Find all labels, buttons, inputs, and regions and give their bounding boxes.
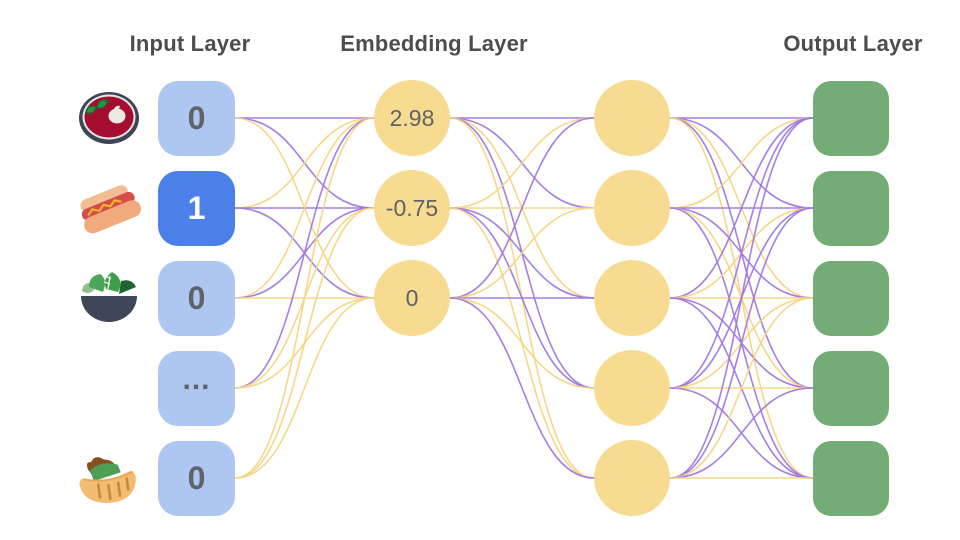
embedding-node-value: 2.98 (389, 104, 435, 131)
edge (234, 117, 375, 479)
input-node-2: 1 (158, 170, 235, 246)
output-node-3 (813, 260, 889, 336)
input-node-value: ... (182, 363, 211, 396)
edge (234, 117, 375, 299)
input-node-3: 0 (158, 260, 235, 336)
output-layer-title: Output Layer (783, 31, 923, 56)
edge (669, 117, 814, 389)
input-node-value: 0 (187, 459, 206, 496)
output-node-1 (813, 80, 889, 156)
edge (669, 117, 814, 479)
output-node-4 (813, 350, 889, 426)
embedding-node-3: 0 (374, 260, 450, 336)
edge (669, 387, 814, 479)
edge (234, 117, 375, 389)
embedding-node-2: -0.75 (374, 170, 450, 246)
edge (449, 117, 595, 209)
input-node-5: 0 (158, 440, 235, 516)
input-node-1: 0 (158, 80, 235, 156)
pita-icon (77, 446, 141, 510)
soup-icon (77, 86, 141, 150)
edge (669, 117, 814, 209)
edge (449, 207, 595, 299)
edge (234, 207, 375, 479)
output-node-5 (813, 440, 889, 516)
hidden-node-2 (594, 170, 670, 246)
edge (669, 297, 814, 479)
input-layer-title: Input Layer (129, 31, 251, 56)
edge (449, 297, 595, 389)
edge (669, 117, 814, 299)
embedding-layer-title: Embedding Layer (340, 31, 528, 56)
edge (234, 117, 375, 209)
embedding-node-value: 0 (405, 284, 419, 311)
hidden-node-4 (594, 350, 670, 426)
input-node-value: 1 (187, 189, 206, 226)
edge (449, 297, 595, 479)
edge (234, 297, 375, 479)
hidden-node-3 (594, 260, 670, 336)
edge (669, 207, 814, 479)
input-node-value: 0 (187, 279, 206, 316)
embedding-node-1: 2.98 (374, 80, 450, 156)
input-node-value: 0 (187, 99, 206, 136)
embedding-node-value: -0.75 (385, 194, 439, 221)
hidden-node-5 (594, 440, 670, 516)
salad-icon (77, 266, 141, 330)
output-node-2 (813, 170, 889, 246)
hidden-node-1 (594, 80, 670, 156)
hotdog-icon (77, 176, 141, 240)
edge (449, 117, 595, 299)
input-node-4: ... (158, 350, 235, 426)
